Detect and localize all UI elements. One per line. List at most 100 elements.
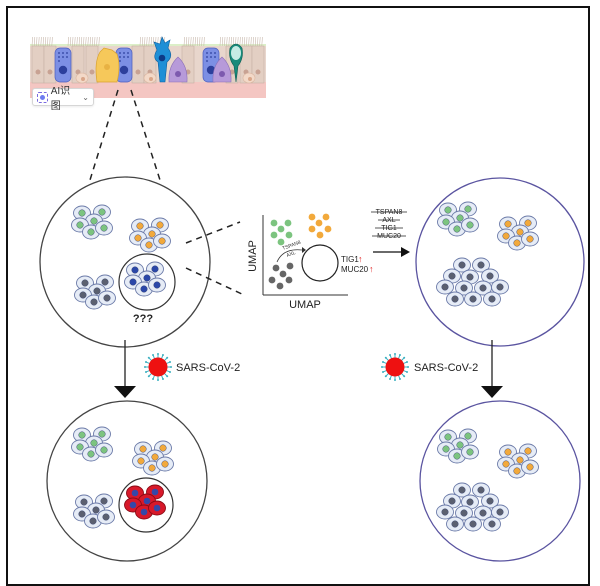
virus-label-right: SARS-CoV-2 bbox=[414, 362, 478, 374]
knockout-gene-list: TSPAN8 AXL TIG1 MUC20 bbox=[371, 209, 410, 257]
cilium bbox=[152, 36, 155, 47]
cell bbox=[439, 202, 457, 218]
virus-label-left: SARS-CoV-2 bbox=[176, 362, 240, 374]
cell bbox=[95, 442, 113, 458]
down-arrowhead-left bbox=[114, 386, 136, 398]
umap-point bbox=[308, 225, 316, 233]
cell bbox=[126, 262, 144, 278]
knockout-arrowhead bbox=[401, 247, 410, 257]
secretory-cell bbox=[202, 47, 220, 83]
cilium bbox=[146, 36, 148, 47]
cilium bbox=[83, 36, 85, 47]
cell bbox=[97, 509, 115, 525]
basal-cell bbox=[75, 72, 89, 84]
gray-cell-cluster bbox=[74, 274, 116, 310]
ciliated-cell bbox=[131, 45, 145, 84]
umap-point bbox=[279, 270, 287, 278]
cilium bbox=[91, 36, 94, 47]
orange-cell-cluster bbox=[129, 217, 171, 253]
cell bbox=[483, 291, 501, 307]
airway-epithelium-illustration bbox=[30, 36, 266, 98]
umap-point bbox=[272, 264, 280, 272]
cell bbox=[481, 493, 499, 509]
infected-cell bbox=[148, 500, 166, 516]
cilium bbox=[257, 36, 259, 47]
cilium bbox=[42, 36, 44, 47]
cilium bbox=[141, 36, 144, 47]
trajectory-gene-2: AXL bbox=[286, 250, 297, 259]
cilium bbox=[49, 36, 51, 47]
knockout-gene: AXL bbox=[382, 217, 395, 224]
organoid-wildtype-circle bbox=[39, 176, 211, 348]
umap-point bbox=[284, 219, 292, 227]
up-arrow-icon: ↑ bbox=[358, 254, 363, 264]
cilium bbox=[72, 36, 74, 47]
cilium bbox=[74, 36, 76, 47]
cell bbox=[461, 444, 479, 460]
cell bbox=[436, 504, 454, 520]
cell bbox=[472, 482, 490, 498]
infected-cluster-outline bbox=[118, 477, 174, 533]
umap-green-cluster bbox=[270, 219, 293, 246]
gray-cell-cluster-expanded bbox=[436, 482, 509, 532]
gray-cell-cluster bbox=[73, 493, 115, 529]
cell bbox=[472, 257, 490, 273]
blue-cell-cluster bbox=[124, 261, 166, 297]
cilium bbox=[252, 36, 254, 47]
down-arrowhead-right bbox=[481, 386, 503, 398]
cilium bbox=[78, 36, 80, 47]
upregulated-gene-1: TIG1 bbox=[341, 255, 359, 264]
cell bbox=[453, 257, 471, 273]
orange-cell-cluster bbox=[497, 215, 539, 251]
basal-cell bbox=[242, 72, 256, 84]
cell bbox=[455, 505, 473, 521]
cell bbox=[521, 231, 539, 247]
cilium bbox=[85, 36, 87, 47]
cell bbox=[481, 268, 499, 284]
neuroendocrine-cell bbox=[168, 56, 188, 83]
cilium bbox=[248, 36, 250, 47]
cilium bbox=[36, 36, 38, 47]
cilium bbox=[89, 36, 91, 47]
knockout-gene: TIG1 bbox=[381, 225, 397, 232]
organoid-knockout-circle bbox=[415, 177, 585, 347]
umap-point bbox=[270, 231, 278, 239]
umap-point bbox=[316, 231, 324, 239]
cilium bbox=[239, 36, 241, 47]
umap-point bbox=[276, 282, 284, 290]
cilium bbox=[183, 36, 185, 47]
ai-image-recognition-button[interactable]: AI识图 ⌄ bbox=[32, 86, 94, 112]
cilium bbox=[224, 36, 226, 47]
umap-cluster-outline bbox=[301, 244, 339, 282]
up-arrow-icon: ↑ bbox=[369, 264, 374, 274]
umap-point bbox=[268, 276, 276, 284]
secretory-cell bbox=[115, 47, 133, 83]
cilium bbox=[199, 36, 201, 47]
cilium bbox=[47, 36, 49, 47]
cilium bbox=[192, 36, 194, 47]
cell bbox=[455, 280, 473, 296]
orange-cell-cluster bbox=[497, 443, 539, 479]
cilia bbox=[31, 36, 263, 47]
cilium bbox=[196, 36, 199, 47]
cell bbox=[98, 290, 116, 306]
cilium bbox=[226, 36, 228, 47]
cilium bbox=[150, 36, 152, 47]
virus-icon bbox=[144, 353, 172, 381]
cell bbox=[443, 493, 461, 509]
cilium bbox=[185, 36, 188, 47]
cilium bbox=[194, 36, 196, 47]
cilium bbox=[96, 36, 98, 47]
cell bbox=[491, 279, 509, 295]
umap-point bbox=[308, 213, 316, 221]
umap-gray-cluster bbox=[268, 262, 294, 290]
cell bbox=[464, 291, 482, 307]
ionocyte-cell bbox=[229, 43, 243, 83]
umap-point bbox=[322, 213, 330, 221]
cilium bbox=[261, 36, 263, 47]
cell bbox=[446, 291, 464, 307]
ai-button-label: AI识图 bbox=[50, 86, 71, 112]
umap-point bbox=[285, 276, 293, 284]
umap-y-label: UMAP bbox=[247, 240, 259, 272]
